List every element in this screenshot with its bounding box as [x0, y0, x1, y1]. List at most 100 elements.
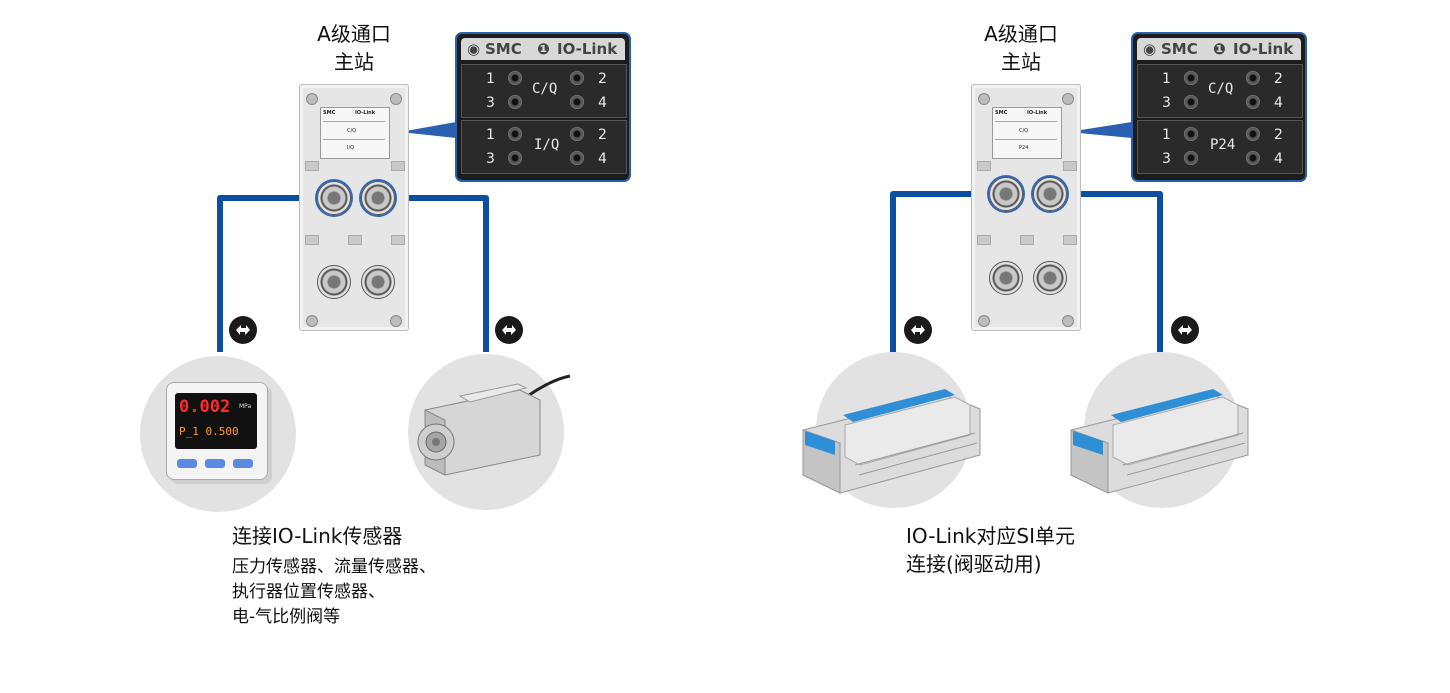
left-subcaption: 压力传感器、流量传感器、 执行器位置传感器、 电-气比例阀等 — [232, 555, 436, 630]
sensor-button[interactable] — [233, 459, 253, 468]
pressure-unit: MPa — [239, 403, 252, 410]
status-led — [1246, 71, 1260, 85]
valve-manifold-2 — [1070, 389, 1249, 494]
subcaption-line: 执行器位置传感器、 — [232, 582, 385, 602]
connector-port-3[interactable] — [317, 265, 351, 299]
master-module-left: SMC IO-Link C/Q I/Q — [299, 84, 409, 331]
module-panel-row1-label: C/Q — [347, 128, 357, 134]
screw — [390, 315, 402, 327]
pressure-value: 0.002 — [179, 397, 231, 417]
connector-port-3[interactable] — [989, 261, 1023, 295]
pressure-sensor: 0.002 MPa P_1 0.500 — [166, 382, 268, 480]
cables-right — [890, 122, 1163, 352]
io-link-icon: ❶ — [1213, 40, 1226, 58]
callout-header: ◉ SMC ❶ IO-Link — [1137, 38, 1301, 60]
status-led — [508, 151, 522, 165]
callout-row-cq: 1 2 C/Q 3 4 — [1137, 64, 1303, 118]
cable-left-to-cylinder — [378, 195, 489, 352]
led-number: 3 — [486, 151, 495, 167]
screw — [1062, 315, 1074, 327]
smc-logo-icon: ◉ — [1143, 40, 1157, 58]
cylinder-with-position-sensor — [417, 374, 571, 476]
callout-row-cq: 1 2 C/Q 3 4 — [461, 64, 627, 118]
module-slot — [977, 235, 991, 245]
master-title-line1: A级通口 — [984, 22, 1058, 46]
connector-port-4[interactable] — [361, 265, 395, 299]
callout-row-label: I/Q — [534, 137, 560, 153]
led-number: 4 — [598, 95, 607, 111]
callout-header: ◉ SMC ❶ IO-Link — [461, 38, 625, 60]
master-title-line2: 主站 — [1001, 50, 1041, 74]
pressure-display: 0.002 MPa P_1 0.500 — [175, 393, 257, 449]
status-led — [508, 71, 522, 85]
led-callout-left: ◉ SMC ❶ IO-Link 1 2 C/Q 3 4 1 2 I/Q 3 4 — [455, 32, 631, 182]
io-link-icon — [904, 316, 932, 344]
callout-row-label: P24 — [1210, 137, 1236, 153]
connector-port-2[interactable] — [361, 181, 395, 215]
led-number: 1 — [486, 71, 495, 87]
master-title-left: A级通口 主站 — [284, 20, 424, 76]
connector-port-2[interactable] — [1033, 177, 1067, 211]
module-slot — [348, 235, 362, 245]
module-panel-protocol: IO-Link — [1027, 110, 1048, 116]
led-number: 1 — [1162, 127, 1171, 143]
subcaption-line: 电-气比例阀等 — [232, 607, 341, 627]
left-caption: 连接IO-Link传感器 — [232, 524, 403, 548]
io-link-icon: ❶ — [537, 40, 550, 58]
callout-pointer-right — [1068, 122, 1132, 138]
divider — [323, 121, 385, 122]
caption-line: 连接(阀驱动用) — [906, 552, 1042, 576]
status-led — [1246, 127, 1260, 141]
led-number: 4 — [598, 151, 607, 167]
led-number: 3 — [486, 95, 495, 111]
led-number: 1 — [486, 127, 495, 143]
callout-brand: SMC — [485, 40, 522, 58]
status-led — [570, 151, 584, 165]
callout-brand: SMC — [1161, 40, 1198, 58]
screw — [306, 315, 318, 327]
connector-port-1[interactable] — [989, 177, 1023, 211]
connector-port-1[interactable] — [317, 181, 351, 215]
connector-port-4[interactable] — [1033, 261, 1067, 295]
module-panel-brand: SMC — [995, 110, 1008, 116]
master-module-right: SMC IO-Link C/Q P24 — [971, 84, 1081, 331]
screw — [1062, 93, 1074, 105]
master-title-line2: 主站 — [334, 50, 374, 74]
divider — [995, 121, 1057, 122]
screw — [978, 93, 990, 105]
led-number: 2 — [1274, 127, 1283, 143]
cable-left-to-pressure — [217, 195, 330, 352]
led-number: 4 — [1274, 95, 1283, 111]
status-led — [508, 95, 522, 109]
module-slot — [1020, 235, 1034, 245]
sensor-button[interactable] — [177, 459, 197, 468]
module-led-panel: SMC IO-Link C/Q I/Q — [320, 107, 390, 159]
cable-right-to-si-unit-2 — [1046, 191, 1163, 352]
module-panel-protocol: IO-Link — [355, 110, 376, 116]
module-slot — [391, 235, 405, 245]
led-number: 4 — [1274, 151, 1283, 167]
status-led — [1246, 151, 1260, 165]
valve-manifold-1 — [802, 389, 981, 494]
cable-right-to-si-unit-1 — [890, 191, 998, 352]
status-led — [1184, 151, 1198, 165]
module-slot — [391, 161, 405, 171]
status-led — [570, 71, 584, 85]
callout-pointer-left — [400, 122, 456, 138]
led-number: 3 — [1162, 95, 1171, 111]
status-led — [1184, 71, 1198, 85]
callout-protocol: IO-Link — [557, 40, 618, 58]
callout-row-p24: 1 2 P24 3 4 — [1137, 120, 1303, 174]
module-slot — [1063, 161, 1077, 171]
subcaption-line: 压力传感器、流量传感器、 — [232, 557, 436, 577]
divider — [995, 139, 1057, 140]
module-panel-row1-label: C/Q — [1019, 128, 1029, 134]
cables-left — [217, 122, 489, 352]
screw — [306, 93, 318, 105]
callout-protocol: IO-Link — [1233, 40, 1294, 58]
module-panel-row2-label: I/Q — [347, 145, 355, 151]
pressure-sub-value: P_1 0.500 — [179, 425, 239, 438]
sensor-button[interactable] — [205, 459, 225, 468]
module-slot — [1063, 235, 1077, 245]
screw — [390, 93, 402, 105]
